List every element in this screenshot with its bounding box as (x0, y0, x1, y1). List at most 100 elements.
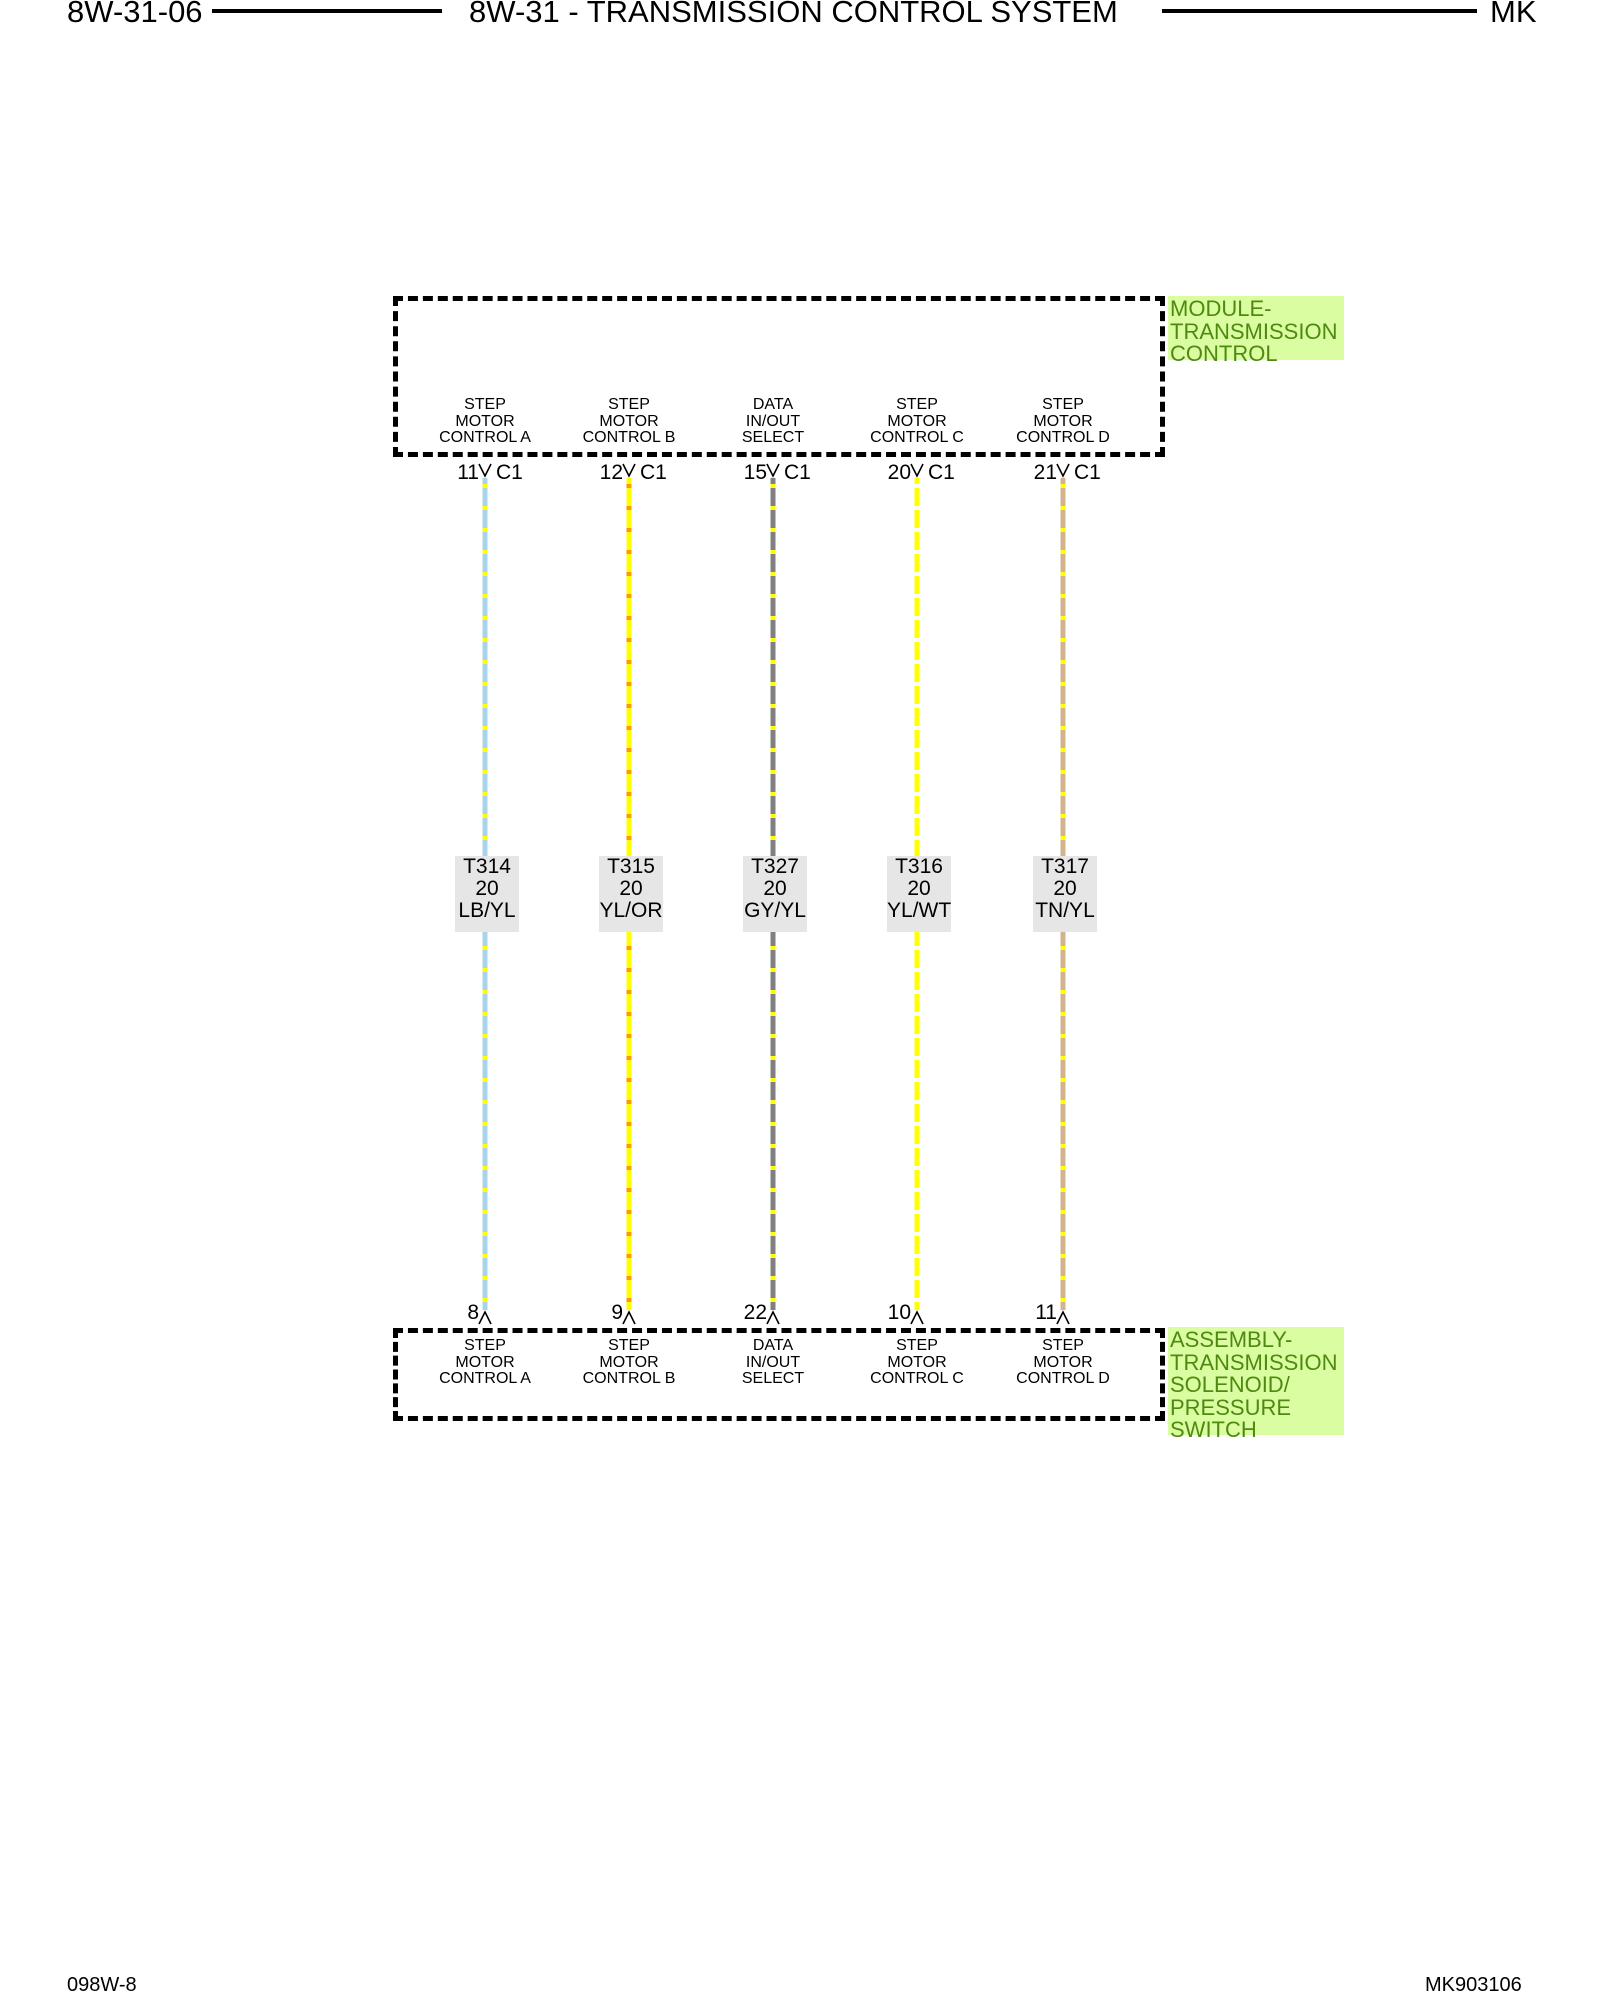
pin-name-line: CONTROL C (870, 429, 964, 446)
bottom-pin-name: STEP MOTOR CONTROL A (405, 1337, 565, 1388)
bottom-pin-name: STEP MOTOR CONTROL C (837, 1337, 997, 1388)
pin-name-line: MOTOR (455, 1353, 515, 1371)
pin-name-line: CONTROL D (1016, 429, 1110, 446)
circuit-column: STEP MOTOR CONTROL C 20 C1 T316 20 YL/WT… (837, 0, 997, 2000)
wire-label: T314 20 LB/YL (455, 856, 519, 932)
pin-name-line: MOTOR (455, 412, 515, 430)
header-rule-right (1162, 9, 1477, 13)
pin-name-line: CONTROL B (582, 1370, 676, 1387)
pin-name-line: SELECT (741, 429, 805, 446)
circuit-column: STEP MOTOR CONTROL A 11 C1 T314 20 LB/YL… (405, 0, 565, 2000)
label-line: MODULE- (1170, 296, 1272, 321)
pin-name-line: CONTROL A (439, 429, 531, 446)
connector-id: C1 (784, 461, 811, 484)
connector-id: C1 (1074, 461, 1101, 484)
pin-name-line: MOTOR (887, 1353, 947, 1371)
wire-label: T315 20 YL/OR (599, 856, 663, 932)
wire-label: T316 20 YL/WT (887, 856, 951, 932)
pin-name-line: STEP (608, 1337, 650, 1354)
circuit-column: STEP MOTOR CONTROL B 12 C1 T315 20 YL/OR… (549, 0, 709, 2000)
circuit-id: T314 (463, 855, 511, 878)
top-pin-name: STEP MOTOR CONTROL C (837, 396, 997, 447)
label-line: SOLENOID/ (1170, 1372, 1290, 1397)
male-terminal-icon (910, 1310, 924, 1325)
top-pin-name: DATA IN/OUT SELECT (693, 396, 853, 447)
circuit-id: T327 (751, 855, 799, 878)
bottom-pin-name: STEP MOTOR CONTROL D (983, 1337, 1143, 1388)
pin-name-line: SELECT (741, 1370, 805, 1387)
header-rule-left (212, 9, 442, 13)
wire-gauge: 20 (1053, 877, 1077, 900)
bottom-pin-number: 10 (887, 1301, 911, 1324)
connector-id: C1 (928, 461, 955, 484)
wire-color-code: YL/WT (887, 899, 952, 922)
pin-name-line: MOTOR (1033, 1353, 1093, 1371)
pin-name-line: STEP (1042, 396, 1084, 413)
bottom-pin-number: 22 (743, 1301, 767, 1324)
wire-label: T317 20 TN/YL (1033, 856, 1097, 932)
wire-gauge: 20 (475, 877, 499, 900)
top-pin-number: 21 (1033, 461, 1057, 484)
wire-gauge: 20 (619, 877, 643, 900)
wire-color-code: LB/YL (458, 899, 516, 922)
pin-name-line: STEP (608, 396, 650, 413)
solenoid-pressure-switch-box (393, 1328, 1165, 1421)
top-pin-name: STEP MOTOR CONTROL D (983, 396, 1143, 447)
pin-name-line: STEP (896, 1337, 938, 1354)
pin-name-line: DATA (752, 1337, 794, 1354)
bottom-pin-name: STEP MOTOR CONTROL B (549, 1337, 709, 1388)
wire-label: T327 20 GY/YL (743, 856, 807, 932)
pin-name-line: STEP (464, 1337, 506, 1354)
label-line: TRANSMISSION (1170, 318, 1338, 344)
wire-color-code: GY/YL (744, 899, 806, 922)
pin-name-line: MOTOR (599, 1353, 659, 1371)
pin-name-line: DATA (752, 396, 794, 413)
female-terminal-icon (766, 463, 780, 478)
top-pin-name: STEP MOTOR CONTROL B (549, 396, 709, 447)
circuit-id: T315 (607, 855, 655, 878)
male-terminal-icon (622, 1310, 636, 1325)
label-line: PRESSURE (1170, 1394, 1292, 1420)
transmission-control-module-label: MODULE- TRANSMISSION CONTROL (1168, 296, 1344, 365)
pin-name-line: CONTROL C (870, 1370, 964, 1387)
wire-gauge: 20 (907, 877, 931, 900)
pin-name-line: CONTROL A (439, 1370, 531, 1387)
page-title: 8W-31 - TRANSMISSION CONTROL SYSTEM (469, 0, 1118, 29)
pin-name-line: STEP (464, 396, 506, 413)
wire-color-code: YL/OR (599, 899, 663, 922)
wire-color-code: TN/YL (1035, 899, 1095, 922)
bottom-pin-number: 8 (467, 1301, 479, 1324)
female-terminal-icon (478, 463, 492, 478)
circuit-id: T316 (895, 855, 943, 878)
female-terminal-icon (910, 463, 924, 478)
male-terminal-icon (766, 1310, 780, 1325)
solenoid-pressure-switch-label: ASSEMBLY- TRANSMISSION SOLENOID/ PRESSUR… (1168, 1327, 1344, 1441)
footer-left-code: 098W-8 (67, 1974, 137, 1996)
pin-name-line: STEP (896, 396, 938, 413)
circuit-column: STEP MOTOR CONTROL D 21 C1 T317 20 TN/YL… (983, 0, 1143, 2000)
top-pin-number: 12 (599, 461, 623, 484)
connector-id: C1 (496, 461, 523, 484)
bottom-pin-number: 9 (611, 1301, 623, 1324)
male-terminal-icon (478, 1310, 492, 1325)
top-pin-number: 11 (457, 461, 479, 484)
circuit-id: T317 (1041, 855, 1089, 878)
connector-id: C1 (640, 461, 667, 484)
male-terminal-icon (1056, 1310, 1070, 1325)
top-pin-number: 20 (887, 461, 911, 484)
circuit-column: DATA IN/OUT SELECT 15 C1 T327 20 GY/YL 2… (693, 0, 853, 2000)
label-line: ASSEMBLY- (1170, 1327, 1293, 1352)
pin-name-line: CONTROL D (1016, 1370, 1110, 1387)
wire-gauge: 20 (763, 877, 787, 900)
top-pin-name: STEP MOTOR CONTROL A (405, 396, 565, 447)
pin-name-line: MOTOR (1033, 412, 1093, 430)
page-header: 8W-31-06 8W-31 - TRANSMISSION CONTROL SY… (0, 0, 1600, 34)
pin-name-line: STEP (1042, 1337, 1084, 1354)
bottom-pin-number: 11 (1035, 1301, 1057, 1324)
female-terminal-icon (622, 463, 636, 478)
label-line: CONTROL (1170, 341, 1278, 366)
pin-name-line: MOTOR (599, 412, 659, 430)
pin-name-line: IN/OUT (745, 412, 801, 430)
pin-name-line: MOTOR (887, 412, 947, 430)
female-terminal-icon (1056, 463, 1070, 478)
